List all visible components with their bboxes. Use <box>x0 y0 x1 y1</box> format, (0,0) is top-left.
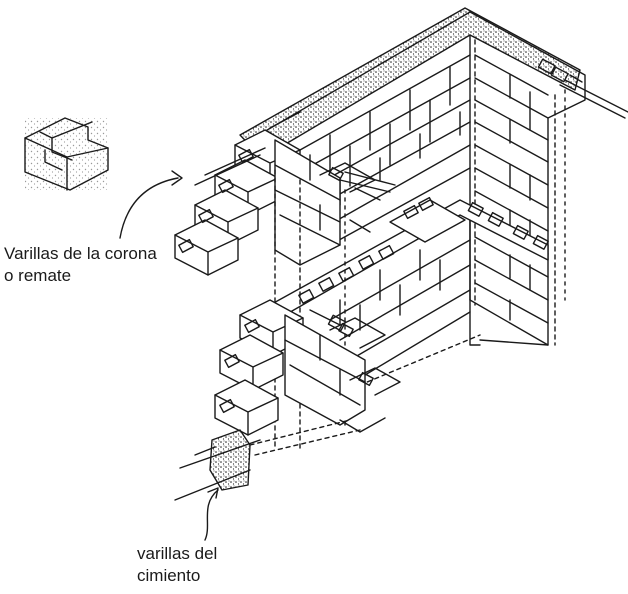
corona-label-line2: o remate <box>4 266 72 285</box>
curved-arrow-icon <box>204 487 219 541</box>
front-corner-column <box>174 129 401 501</box>
u-channel-block-icon <box>24 117 109 191</box>
crown-rebars <box>194 111 396 193</box>
corona-rebar-label: Varillas de la corona o remate <box>4 243 157 287</box>
curved-arrow-icon <box>119 170 183 239</box>
back-wall <box>239 7 628 346</box>
corona-label-line1: Varillas de la corona <box>4 244 157 263</box>
cimiento-label-line2: cimiento <box>137 566 201 585</box>
foundation-rebar-label: varillas del cimiento <box>137 543 217 587</box>
cimiento-label-line1: varillas del <box>137 544 218 563</box>
